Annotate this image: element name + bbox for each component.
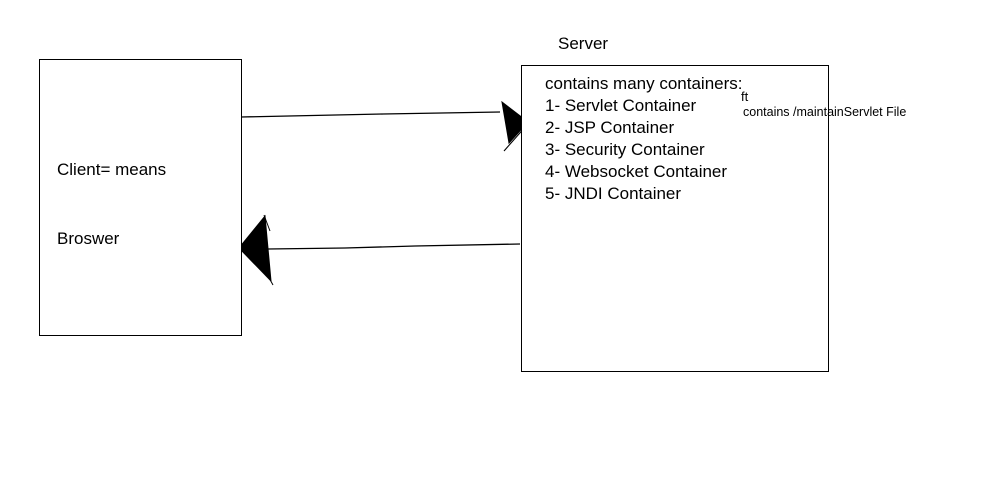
server-box-item-5: 5- JNDI Container [545,184,682,203]
server-box: contains many containers: 1- Servlet Con… [521,65,829,372]
server-box-text: contains many containers: 1- Servlet Con… [545,73,743,205]
annotation-note: contains /maintainServlet File [743,105,907,119]
annotation-label: ft [741,89,749,104]
client-box: Client= means Broswer [39,59,242,336]
server-label: Server [558,34,609,53]
server-box-item-4: 4- Websocket Container [545,162,728,181]
server-box-item-3: 3- Security Container [545,140,705,159]
client-box-text-line-1: Client= means [57,160,167,179]
client-box-text-line-2: Broswer [57,229,120,248]
server-box-item-2: 2- JSP Container [545,118,675,137]
server-box-item-1: 1- Servlet Container [545,96,697,115]
server-box-header: contains many containers: [545,74,743,93]
arrow-server-to-client [238,214,521,286]
client-box-text: Client= means Broswer [57,112,166,296]
arrow-client-to-server [240,100,535,152]
